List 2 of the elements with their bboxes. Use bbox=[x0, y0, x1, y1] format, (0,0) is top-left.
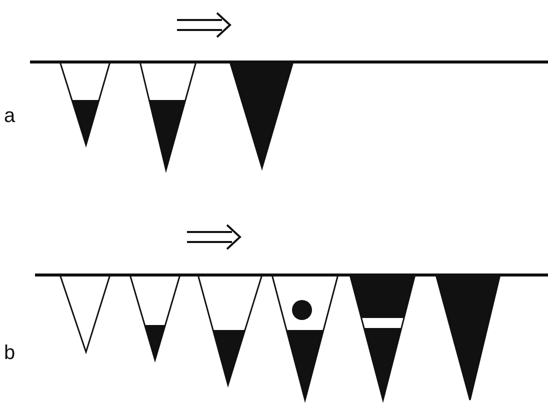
panel-label: a bbox=[4, 106, 16, 126]
panel-label: b bbox=[4, 343, 16, 363]
